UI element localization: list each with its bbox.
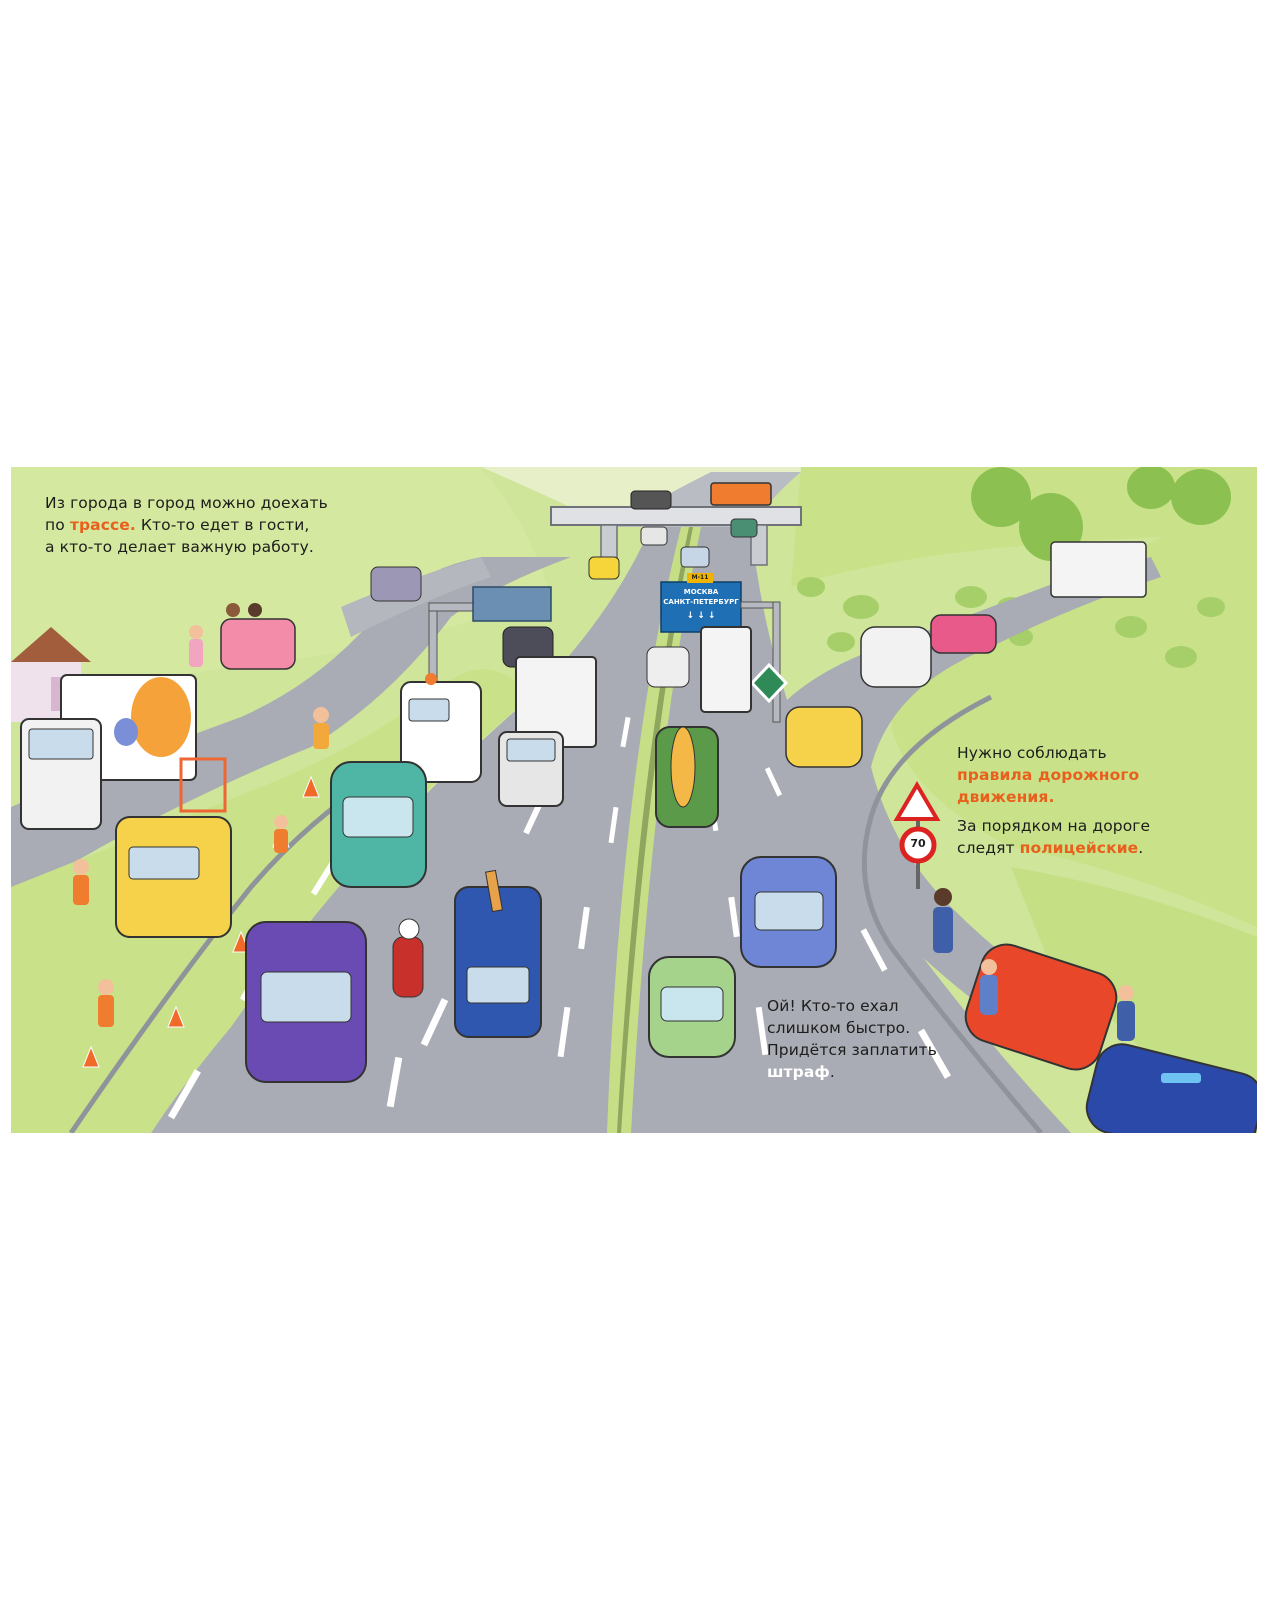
police-text: За порядком на дороге следят полицейские… [957,815,1150,859]
traffic-rules-term-line-2: движения. [957,788,1055,806]
fine-line-4-after: . [829,1063,835,1081]
intro-line-2: по трассе. Кто-то едет в гости, [45,514,328,536]
intro-line-1: Из города в город можно доехать [45,494,328,512]
police-term: полицейские [1019,839,1139,857]
direction-sign-line1: МОСКВА [683,588,719,596]
rules-text: Нужно соблюдать правила дорожного движен… [957,742,1139,808]
police-line-2: следят полицейские. [957,837,1150,859]
highway-illustration: МОСКВА САНКТ-ПЕТЕРБУРГ М-11 ↓ ↓ ↓ 70 Из … [11,467,1257,1133]
rules-line-1: Нужно соблюдать [957,744,1107,762]
traffic-rules-term-line-1: правила дорожного [957,766,1140,784]
intro-line-2-before: по [45,516,70,534]
direction-sign-line2: САНКТ-ПЕТЕРБУРГ [663,598,739,606]
police-line-1: За порядком на дороге [957,817,1151,835]
fine-line-2: слишком быстро. [767,1019,911,1037]
road-number-label: М-11 [691,574,709,581]
fine-text: Ой! Кто-то ехал слишком быстро. Придётся… [767,995,937,1083]
intro-text: Из города в город можно доехать по трасс… [45,492,328,558]
highway-term: трассе. [69,516,136,534]
fine-line-1: Ой! Кто-то ехал [767,997,899,1015]
highway-scene-drawing [11,467,1257,1133]
fine-line-4: штраф. [767,1061,937,1083]
intro-line-3: а кто-то делает важную работу. [45,538,314,556]
police-line-2-before: следят [957,839,1020,857]
lane-arrows: ↓ ↓ ↓ [686,611,716,621]
fine-line-3: Придётся заплатить [767,1041,937,1059]
police-line-2-after: . [1138,839,1144,857]
intro-line-2-after: Кто-то едет в гости, [135,516,310,534]
speed-limit-value: 70 [910,837,926,850]
direction-sign [660,581,742,633]
fine-term: штраф [767,1063,830,1081]
speed-limit-sign [899,826,937,864]
